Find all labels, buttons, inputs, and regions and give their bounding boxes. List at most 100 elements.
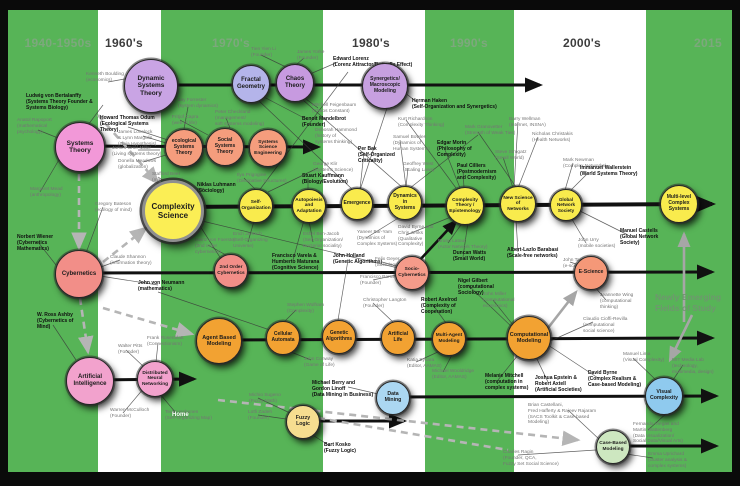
node-second-order-cybernetics[interactable]: 2nd Order Cybernetics [214,254,248,288]
timeline-band [425,10,514,472]
label-axelrod: Robert Axelrod (Complexity of Cooperatio… [421,297,457,315]
label-sycara: Katia Sycara (Editor, AAMAS) [407,358,442,369]
label-jantsch: Erich Jantsch (Self-Organizing Universe) [233,232,268,249]
label-morin: Edgar Morin (Philosophy of Complexity) [437,140,472,158]
label-wallerstein: Immanuel Wallerstein (World Systems Theo… [580,165,638,177]
label-wooldridge: Michael Wooldridge (Editor, AAMAS) [432,369,475,380]
node-artificial-life[interactable]: Artificial Life [381,321,415,355]
node-artificial-intelligence[interactable]: Artificial Intelligence [66,357,114,405]
label-per-bak: Per Bak (Self-Organized Criticality) [358,146,395,164]
label-mead: Margaret Mead (anthropology) [30,187,63,198]
node-agent-based-modeling[interactable]: Agent Based Modeling [196,318,242,364]
node-genetic-algorithms[interactable]: Genetic Algorithms [322,320,356,354]
node-e-science[interactable]: E-Science [574,256,608,290]
label-watts: Duncan Watts (Small World) [453,250,487,262]
node-complexity-theory-epistemology[interactable]: Complexity Theory / Epistemology [446,187,484,225]
label-gilbert: Nigel Gilbert (computational Sociology) [458,278,494,296]
label-granovetter: Mark Granovetter (Strength of Weak Ties) [465,125,516,136]
node-chaos-theory[interactable]: Chaos Theory [276,64,314,102]
decade-label: 1990's [449,36,489,50]
node-ecological-systems-theory[interactable]: ecological Systems Theory [165,129,203,167]
node-fractal-geometry[interactable]: Fractal Geometry [232,65,270,103]
node-multi-level-complex-systems[interactable]: Multi-level Complex Systems [660,185,698,223]
label-bertalanffy: Ludwig von Bertalanffy (Systems Theory F… [26,93,93,111]
label-castellani: Brian Castellani, Fred Hafferty & Rajeev… [528,403,597,426]
decade-label: 1940-1950s [24,36,92,50]
node-self-organization[interactable]: Self- Organization [239,189,273,223]
label-hammond: Deborah Hammond (history of systems thin… [315,128,357,145]
label-ben-jacob: Eshel Ben-Jacob (Self-Organization/ Bact… [303,232,343,249]
label-cioffi-revilla: Claudio Cioffi-Revilla (computational so… [583,317,628,334]
label-richardson: Kurt Richardson (Complexity Thinking) [398,117,445,128]
label-haken: Herman Haken (Self-Organization and Syne… [412,98,497,110]
node-distributed-neural-networking[interactable]: Distributed Neural Networking [137,361,173,397]
label-geyer: Felix Geyer (Sociology) [375,257,400,268]
label-newman: Mark Newman (Complex Networks) [563,158,607,169]
decade-label: 2015 [694,36,722,50]
label-forrester: Jay Forrester (system dynamics) [178,98,218,109]
label-berry-linoff: Michael Berry and Gordon Linoff (Data Mi… [312,380,374,398]
node-socio-cybernetics[interactable]: Socio- Cybernetics [395,256,429,290]
label-prigogine: Ilya Prigogine (Dissipative Structures) [237,173,287,184]
label-west: Geoffrey West (Scaling Laws) [403,162,435,173]
node-computational-modeling[interactable]: Computational Modeling [507,316,551,360]
label-cilliers: Paul Cilliers (Postmodernism and Complex… [457,163,497,181]
label-pitts: Walter Pitts (Founder) [118,344,143,355]
label-ashby: W. Ross Ashby (Cybernetics of Mind) [37,312,74,330]
label-checkland: Peter Checkland (management/ soft system… [215,110,265,127]
node-complexity-science[interactable]: Complexity Science [142,180,204,242]
label-holland: John Holland (Genetic Algorithms) [333,253,383,265]
decade-label: 2000's [562,36,602,50]
label-wing: Jeannette Wing (computational thinking) [600,293,634,310]
node-multi-agent-modeling[interactable]: Multi-Agent Modeling [432,322,466,356]
label-latour: Bruno Latour (Actor Network Theory) [438,239,488,250]
decade-label: 1960's [104,36,144,50]
label-uprichard: Emma Uprichard (cluster analysis & compl… [648,452,687,469]
label-ragin: Charles Ragin (Founder, QCA, Fuzzy Set S… [503,450,559,467]
label-bateson: Gregory Bateson (ecology of mind) [95,202,132,213]
node-dynamic-systems-theory[interactable]: Dynamic Systems Theory [124,59,178,113]
label-kohonen: Teuvo Kohonen (Self-Organizing Map) [165,410,212,421]
label-wolfram: Stephen Wolfram (Complexity) [287,303,324,314]
node-cellular-automata[interactable]: Cellular Automata [266,321,300,355]
connector-lines [37,54,719,459]
node-global-networks-society[interactable]: Global Network Society [550,189,582,221]
node-systems-theory[interactable]: Systems Theory [55,122,105,172]
label-home-link[interactable]: Home [172,412,189,418]
label-lovelock-margulis: James Lovelock & Lynn Margulis (Gaia Hyp… [118,130,157,147]
label-mitchell: Melanie Mitchell (computation in complex… [485,373,529,391]
node-data-mining[interactable]: Data Mining [376,381,410,415]
node-systems-science-engineering[interactable]: Systems Science Engineering [249,129,287,167]
label-conway: John Conway (Game of Life) [304,357,335,368]
node-social-systems-theory[interactable]: Social Systems Theory [206,128,244,166]
node-new-science-of-networks[interactable]: New Science of Networks [500,186,536,222]
decade-label: 1970's [211,36,251,50]
label-christakis: Nicholas Christakis (Health Networks) [532,132,573,143]
label-feigenbaum: Mitchell Feigenbaum (Chaos Constant) [312,103,357,114]
node-cybernetics[interactable]: Cybernetics [55,250,103,298]
node-dynamics-in-systems[interactable]: Dynamics in Systems [388,186,422,220]
node-autopoiesis-and-adaptation[interactable]: Autopoiesis and Adaptation [292,189,326,223]
label-boulding: Kenneth Boulding (economics) [86,72,124,83]
node-emergence[interactable]: Emergence [341,188,373,220]
label-sugeno: Michio Sugeno (Fuzzy Math) [249,393,281,404]
label-rosenblatt: Frank Rosenblatt (Connectionism) [147,336,184,347]
label-mandelbrot: Benoit Mandelbrot (Founder) [302,116,346,128]
label-li: Tien Yien Li (Founder) [251,47,276,58]
label-zadeh: Lotfi Zadeh (Founder) [248,410,273,421]
node-visual-complexity[interactable]: Visual Complexity [645,377,683,415]
decade-label: 1980's [351,36,391,50]
label-meadows: Donella Meadows (globalization) [118,159,157,170]
label-langton: Christopher Langton (Founder) [363,298,407,309]
label-epstein-axtell: Joshua Epstein & Robert Axtell (Artifici… [535,375,582,393]
label-yorke: James Yorke (Founder) [297,50,325,61]
label-capra: Fritjof Capra (web of life) [172,115,199,126]
label-viegas-wattenberg: Fernanda Viegas and Martin Wattenberg (D… [633,422,684,445]
node-synergetics-macroscopic-modeling[interactable]: Synergetics/ Macroscopic Modeling [362,63,408,109]
label-bowles: Samuel Bowles (Dynamics of Human Systems… [393,135,430,152]
node-case-based-modeling[interactable]: Case-Based Modeling [596,430,630,464]
label-shannon: Claude Shannon (information theory) [110,255,152,266]
label-newly-emerging: Newly Emerging Fields of Study [655,292,722,313]
node-fuzzy-logic[interactable]: Fuzzy Logic [286,405,320,439]
